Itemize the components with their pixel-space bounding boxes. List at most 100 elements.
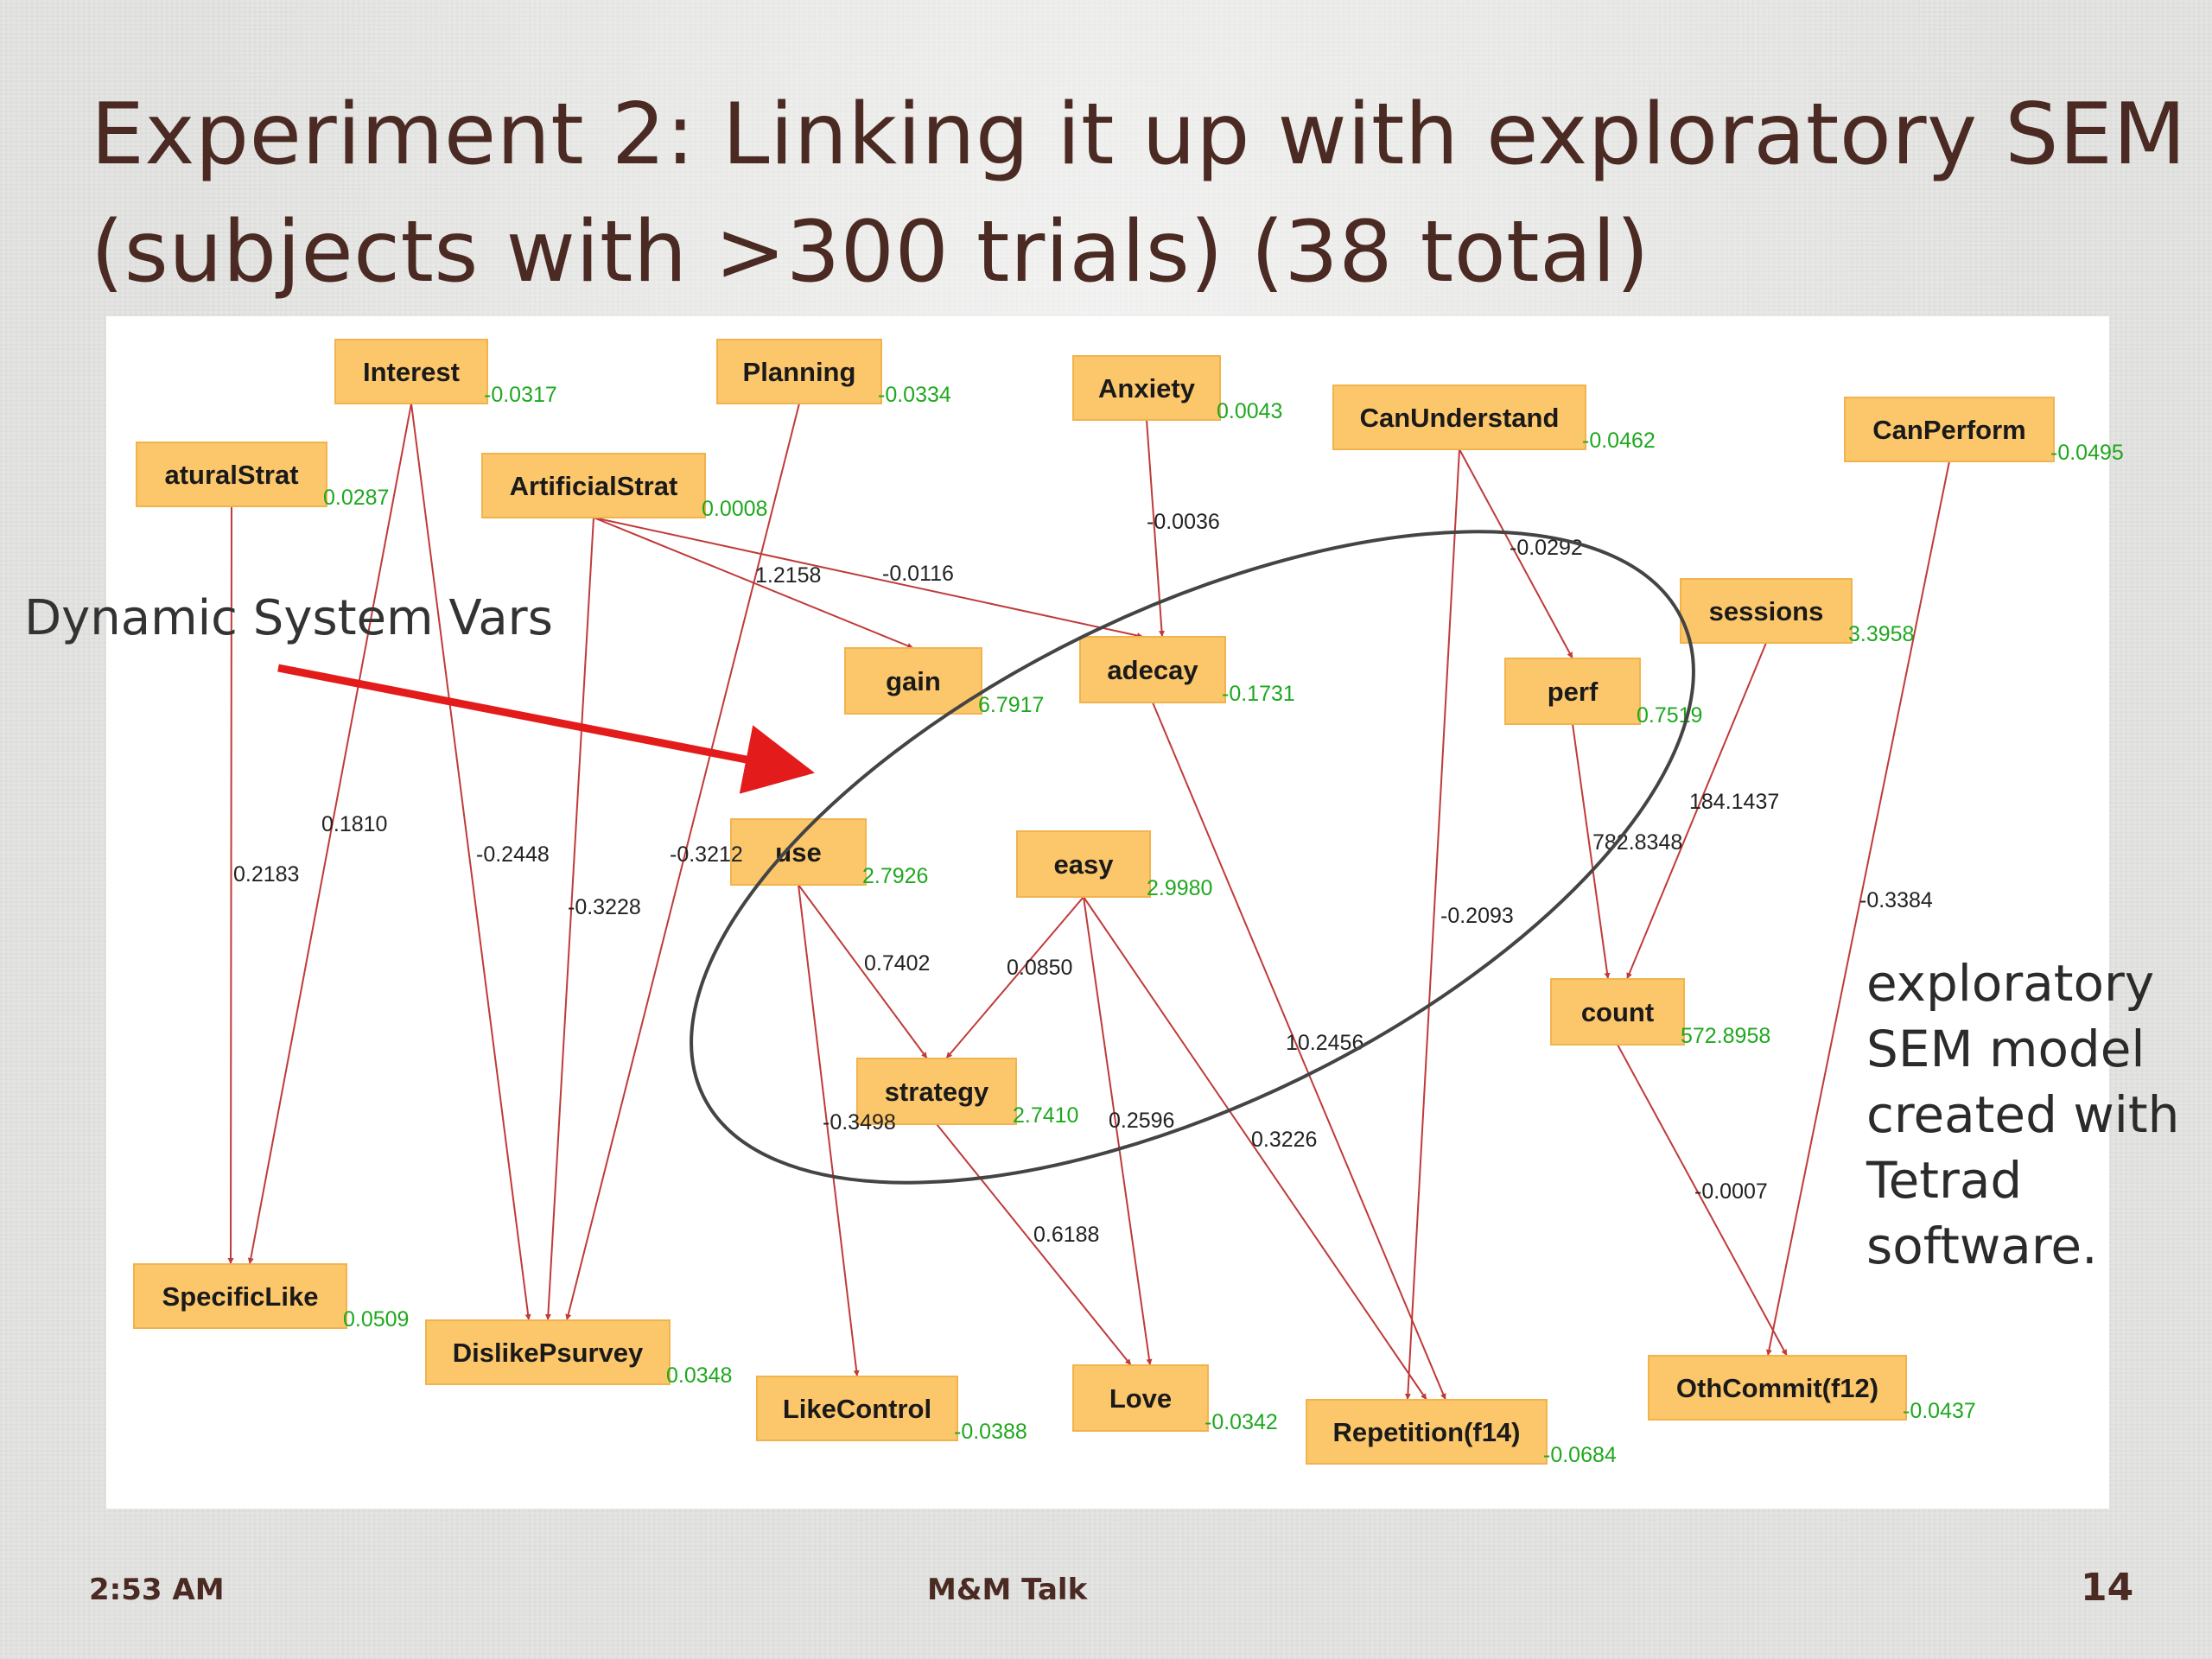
node-variance: 0.0509 — [343, 1307, 409, 1332]
node-label: LikeControl — [783, 1394, 931, 1424]
node-variance: -0.1731 — [1222, 682, 1295, 706]
edge-NaturalStrat-SpecificLike — [227, 505, 234, 1265]
edge-strategy-Love — [936, 1123, 1132, 1366]
slide-title: Experiment 2: Linking it up with explora… — [91, 76, 2186, 311]
edge-CanUnderstand-perf — [1459, 448, 1573, 659]
node-label: strategy — [885, 1077, 989, 1107]
node-NaturalStrat[interactable]: aturalStrat 0.0287 — [136, 442, 389, 510]
node-box — [1072, 1364, 1209, 1432]
node-Love[interactable]: Love-0.0342 — [1072, 1364, 1278, 1434]
edge-coefficient: -0.0007 — [1694, 1179, 1768, 1204]
edge-Interest-DislikePsurvey — [410, 403, 531, 1321]
edge-CanPerform-OthCommit — [1765, 461, 1950, 1357]
node-box — [756, 1376, 958, 1441]
annotation-dynamic-system-vars: Dynamic System Vars — [24, 590, 553, 646]
edge-coefficient: -0.0292 — [1510, 536, 1583, 560]
node-label: aturalStrat — [164, 460, 298, 490]
node-label: count — [1581, 997, 1654, 1027]
node-box — [1079, 636, 1226, 703]
node-label: use — [775, 837, 821, 868]
node-box — [1072, 355, 1221, 421]
node-variance: 0.0008 — [702, 497, 767, 521]
node-Planning[interactable]: Planning-0.0334 — [716, 339, 951, 407]
node-variance: 2.7926 — [862, 864, 928, 888]
node-box — [1648, 1355, 1907, 1421]
node-box — [1504, 658, 1641, 725]
node-strategy[interactable]: strategy 2.7410 — [856, 1058, 1078, 1128]
node-label: DislikePsurvey — [453, 1338, 644, 1368]
node-box — [425, 1319, 671, 1385]
node-label: Anxiety — [1098, 373, 1196, 404]
node-Interest[interactable]: Interest-0.0317 — [334, 339, 557, 407]
edge-perf-count — [1572, 723, 1611, 980]
edge-coefficient: -0.0116 — [882, 562, 954, 586]
edge-coefficient: 1.2158 — [755, 563, 821, 588]
node-variance: -0.0495 — [2050, 441, 2124, 465]
node-label: perf — [1548, 677, 1599, 707]
node-variance: -0.0334 — [878, 383, 951, 407]
edge-use-strategy — [798, 884, 928, 1059]
node-CanPerform[interactable]: CanPerform-0.0495 — [1844, 397, 2124, 465]
node-use[interactable]: use 2.7926 — [730, 818, 928, 888]
annotation-line: exploratory — [1866, 954, 2155, 1013]
node-perf[interactable]: perf 0.7519 — [1504, 658, 1702, 728]
node-box — [1306, 1399, 1548, 1465]
edge-coefficient: 0.1810 — [321, 812, 387, 836]
annotation-line: software. — [1866, 1217, 2098, 1275]
node-box — [1016, 830, 1151, 898]
node-label: Interest — [363, 357, 460, 387]
node-box — [1844, 397, 2055, 462]
edge-coefficient: 0.6188 — [1033, 1223, 1099, 1247]
node-adecay[interactable]: adecay-0.1731 — [1079, 636, 1295, 706]
footer-time: 2:53 AM — [89, 1573, 225, 1607]
edge-coefficient: 0.7402 — [864, 951, 930, 976]
node-variance: 6.7917 — [978, 693, 1044, 717]
node-variance: -0.0388 — [954, 1420, 1027, 1444]
node-count[interactable]: count 572.8958 — [1550, 978, 1770, 1048]
node-variance: 0.7519 — [1637, 703, 1702, 728]
edge-coefficient: 0.2596 — [1109, 1109, 1174, 1133]
node-box — [716, 339, 882, 404]
node-variance: 0.0287 — [323, 486, 389, 510]
node-variance: 572.8958 — [1681, 1024, 1770, 1048]
dynamic-vars-arrow — [277, 664, 815, 794]
node-CanUnderstand[interactable]: CanUnderstand -0.0462 — [1332, 385, 1656, 453]
annotation-line: Tetrad — [1866, 1151, 2023, 1210]
node-LikeControl[interactable]: LikeControl -0.0388 — [756, 1376, 1027, 1444]
edge-coefficient: -0.3228 — [568, 895, 641, 919]
edge-coefficient: -0.3384 — [1859, 888, 1933, 912]
edge-ArtificialStrat-DislikePsurvey — [544, 517, 594, 1321]
edge-easy-Repetition — [1083, 896, 1427, 1401]
edge-ArtificialStrat-gain — [593, 517, 914, 649]
edge-coefficient: 0.3226 — [1251, 1128, 1317, 1152]
edge-coefficient: 184.1437 — [1689, 790, 1779, 814]
node-variance: 2.7410 — [1013, 1103, 1078, 1128]
node-variance: -0.0437 — [1903, 1399, 1976, 1423]
node-label: Repetition(f14) — [1333, 1417, 1521, 1447]
annotation-line: created with — [1866, 1085, 2180, 1144]
edge-coefficient: 0.0850 — [1007, 956, 1072, 980]
node-Repetition[interactable]: Repetition(f14)-0.0684 — [1306, 1399, 1617, 1467]
edge-use-LikeControl — [798, 884, 860, 1377]
title-line-2: (subjects with >300 trials) (38 total) — [91, 203, 1650, 302]
node-box — [1332, 385, 1586, 450]
dynamic-system-ellipse — [690, 530, 1695, 1185]
node-box — [334, 339, 488, 404]
node-label: sessions — [1709, 596, 1824, 626]
node-variance: -0.0462 — [1582, 429, 1656, 453]
node-box — [1680, 578, 1853, 644]
edge-count-OthCommit — [1617, 1044, 1788, 1357]
node-box — [856, 1058, 1017, 1125]
node-OthCommit[interactable]: OthCommit(f12)-0.0437 — [1648, 1355, 1976, 1423]
edge-ArtificialStrat-adecay — [593, 517, 1144, 639]
node-label: easy — [1054, 849, 1115, 880]
node-label: CanUnderstand — [1360, 403, 1560, 433]
